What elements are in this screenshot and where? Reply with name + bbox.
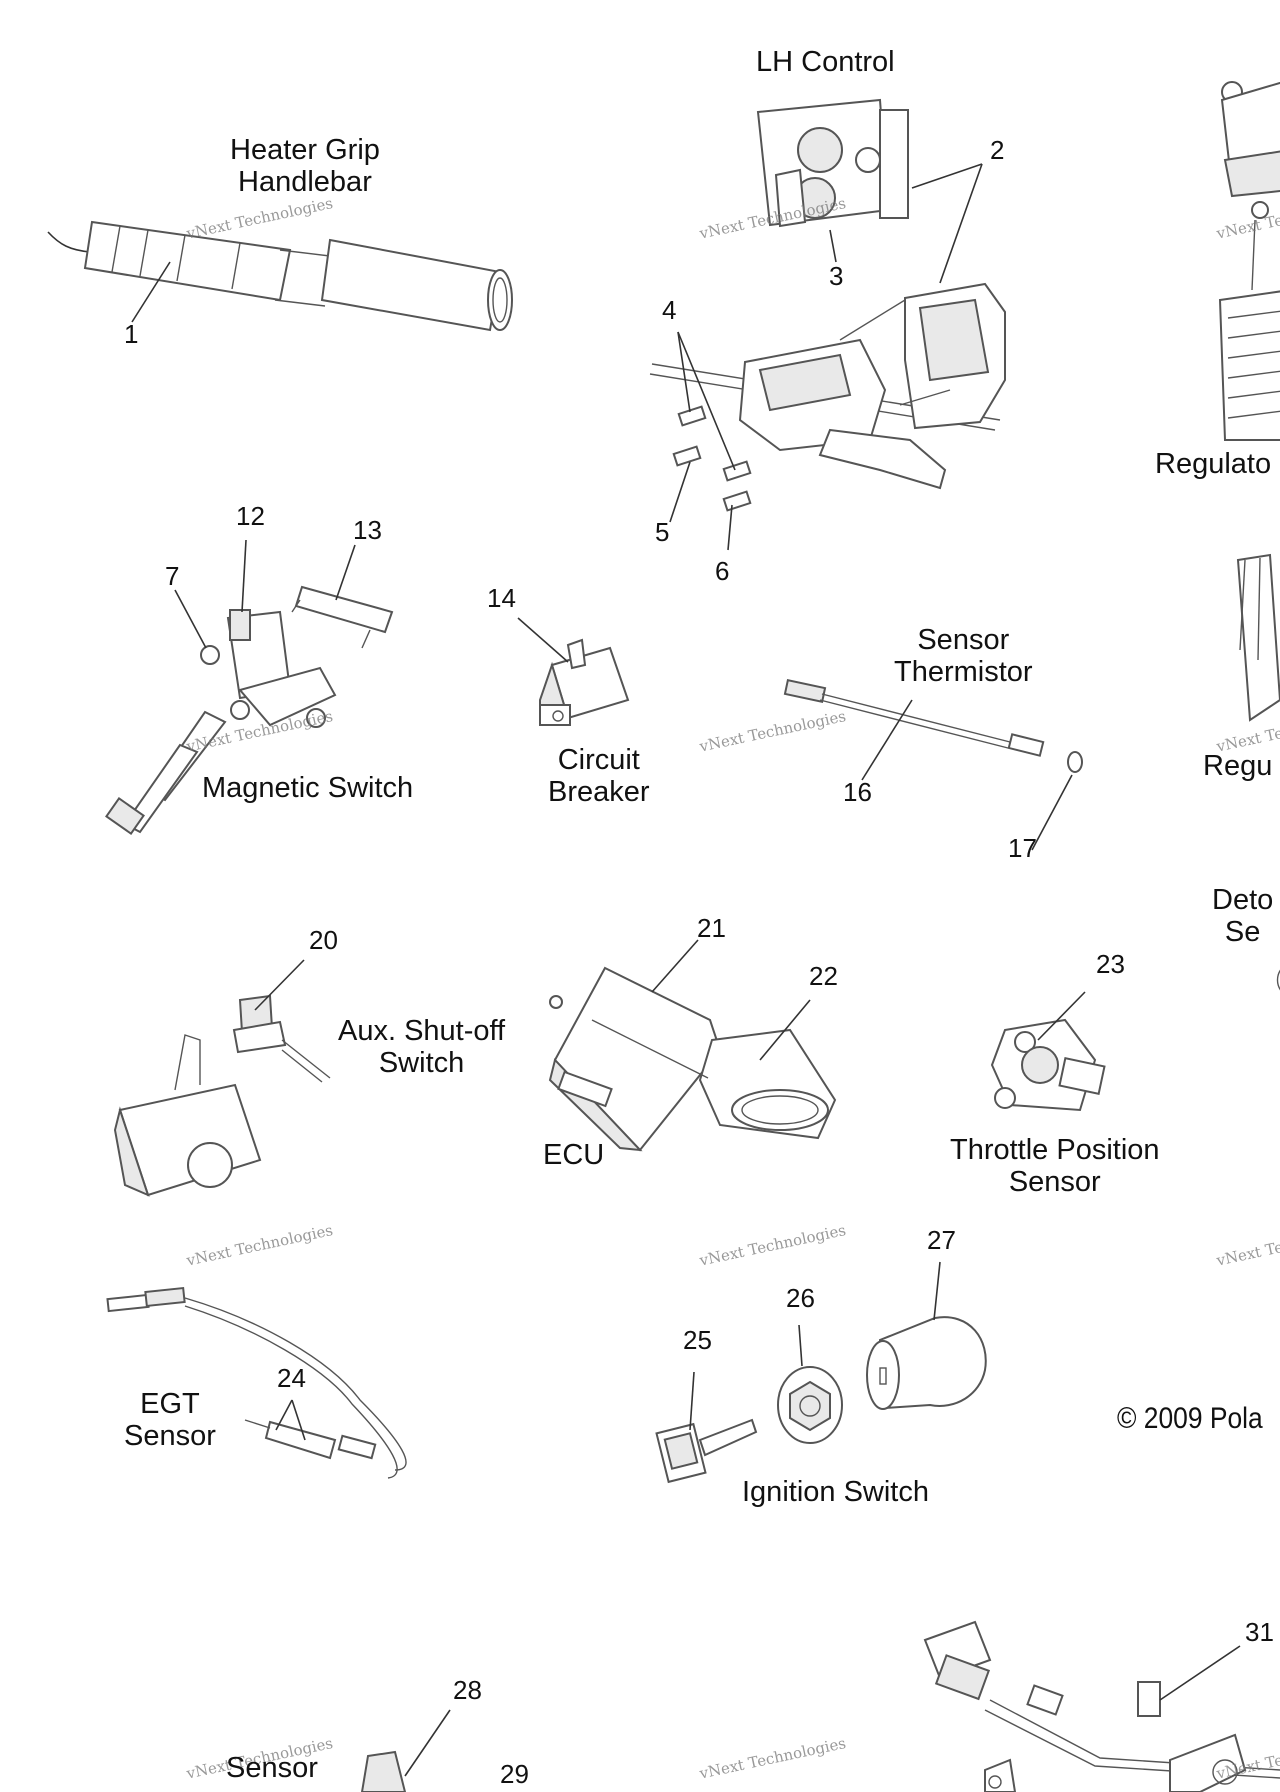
ecu-drawing — [548, 939, 837, 1152]
regulator-mid-title: Regu — [1203, 750, 1273, 782]
part-number-29: 29 — [500, 1759, 529, 1789]
throttle-position-title: Throttle Position Sensor — [950, 1134, 1160, 1199]
part-number-17: 17 — [1008, 833, 1037, 863]
egt-sensor-drawing — [106, 1286, 407, 1479]
part-number-2: 2 — [990, 135, 1005, 165]
part-number-25: 25 — [683, 1325, 712, 1355]
egt-sensor-title: EGT Sensor — [124, 1388, 216, 1453]
part-number-3: 3 — [829, 261, 844, 291]
part-number-21: 21 — [697, 913, 726, 943]
ignition-switch-title: Ignition Switch — [742, 1476, 929, 1508]
magnetic-switch-title: Magnetic Switch — [202, 772, 414, 804]
regulator-top-drawing — [1218, 81, 1280, 441]
part-number-16: 16 — [843, 777, 872, 807]
sensor-31-drawing — [923, 1620, 1280, 1792]
throttle-sensor-drawing — [990, 991, 1106, 1112]
sensor-thermistor-drawing — [783, 679, 1083, 851]
part-number-12: 12 — [236, 501, 265, 531]
part-number-24: 24 — [277, 1363, 306, 1393]
detonation-sensor-title: Deto Se — [1212, 884, 1274, 949]
copyright-text: © 2009 Pola — [1117, 1402, 1263, 1435]
aux-shutoff-drawing — [113, 959, 331, 1197]
detonation-sensor-drawing — [1276, 969, 1280, 991]
regulator-top-title: Regulato — [1155, 448, 1272, 480]
part-number-22: 22 — [809, 961, 838, 991]
part-number-20: 20 — [309, 925, 338, 955]
magnetic-switch-drawing — [105, 539, 394, 836]
part-number-28: 28 — [453, 1675, 482, 1705]
sensor-bottom-title: Sensor — [226, 1752, 318, 1784]
part-number-6: 6 — [715, 556, 730, 586]
part-number-1: 1 — [124, 319, 139, 349]
circuit-breaker-drawing — [517, 617, 630, 726]
part-number-31: 31 — [1245, 1617, 1274, 1647]
lh-control-drawing — [649, 98, 1006, 551]
part-number-14: 14 — [487, 583, 516, 613]
part-number-13: 13 — [353, 515, 382, 545]
part-number-26: 26 — [786, 1283, 815, 1313]
sensor-thermistor-title: Sensor Thermistor — [894, 624, 1033, 689]
ignition-switch-drawing — [655, 1261, 987, 1484]
part-number-23: 23 — [1096, 949, 1125, 979]
ecu-title: ECU — [543, 1139, 605, 1171]
circuit-breaker-title: Circuit Breaker — [548, 744, 650, 809]
lh-control-title: LH Control — [756, 46, 895, 78]
part-number-7: 7 — [165, 561, 180, 591]
part-number-5: 5 — [655, 517, 670, 547]
aux-shutoff-title: Aux. Shut-off Switch — [338, 1015, 506, 1080]
sensor-28-drawing — [360, 1709, 451, 1792]
part-number-4: 4 — [662, 295, 677, 325]
heater-grip-drawing — [47, 220, 513, 332]
part-number-27: 27 — [927, 1225, 956, 1255]
heater-grip-title: Heater Grip Handlebar — [230, 134, 380, 199]
regulator-mid-drawing — [1236, 553, 1280, 722]
